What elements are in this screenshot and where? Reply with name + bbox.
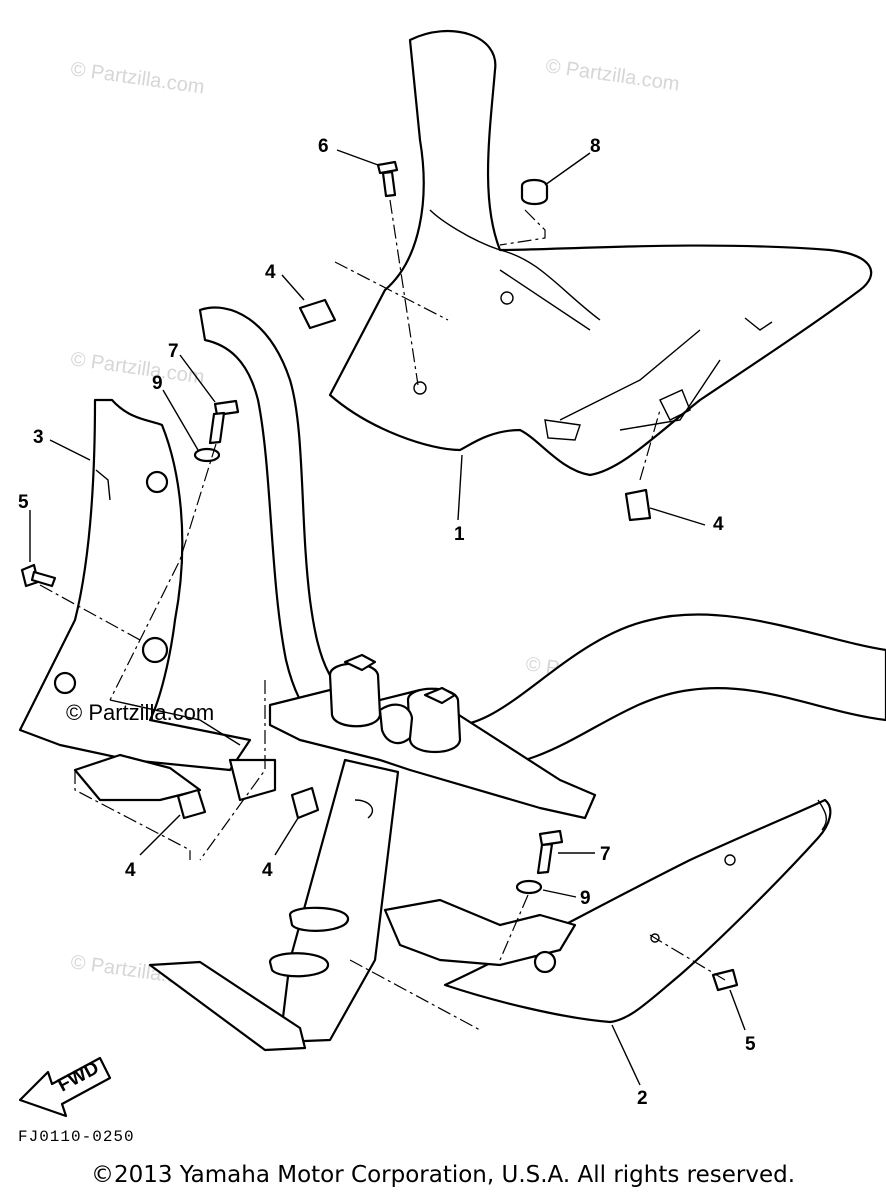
inline-watermark: © Partzilla.com [66, 700, 215, 725]
callouts: 1 2 3 4 4 4 4 5 5 6 7 7 8 9 9 [18, 136, 756, 1109]
steering-stem [148, 758, 400, 1052]
callout-1: 1 [454, 524, 465, 545]
watermark: © Partzilla.com [544, 55, 681, 96]
callout-7: 7 [600, 844, 611, 865]
callout-2: 2 [637, 1088, 648, 1109]
handlebar [198, 306, 886, 770]
copyright-notice: ©2013 Yamaha Motor Corporation, U.S.A. A… [90, 1162, 796, 1188]
callout-8: 8 [590, 136, 601, 157]
leader-lines [29, 149, 746, 1086]
callout-9: 9 [152, 373, 163, 394]
callout-6: 6 [318, 136, 329, 157]
callout-4: 4 [125, 860, 136, 881]
diagram-code: FJ0110-0250 [18, 1128, 135, 1146]
handlebar-holder [268, 653, 597, 820]
assembly-lines [39, 199, 726, 1031]
fasteners [20, 160, 739, 992]
callout-5: 5 [18, 492, 29, 513]
fwd-arrow-icon: FWD [18, 1056, 112, 1118]
part-2-right-panel [383, 798, 832, 1024]
callout-5: 5 [745, 1034, 756, 1055]
callout-9: 9 [580, 888, 591, 909]
callout-7: 7 [168, 341, 179, 362]
watermark: © Partzilla.com [69, 58, 206, 99]
callout-4: 4 [713, 514, 724, 535]
watermark: © Partzilla.com [69, 348, 206, 389]
callout-4: 4 [265, 262, 276, 283]
part-1-front-cowl [328, 30, 873, 477]
part-3-left-panel [18, 398, 277, 802]
callout-4: 4 [262, 860, 273, 881]
callout-3: 3 [33, 427, 44, 448]
